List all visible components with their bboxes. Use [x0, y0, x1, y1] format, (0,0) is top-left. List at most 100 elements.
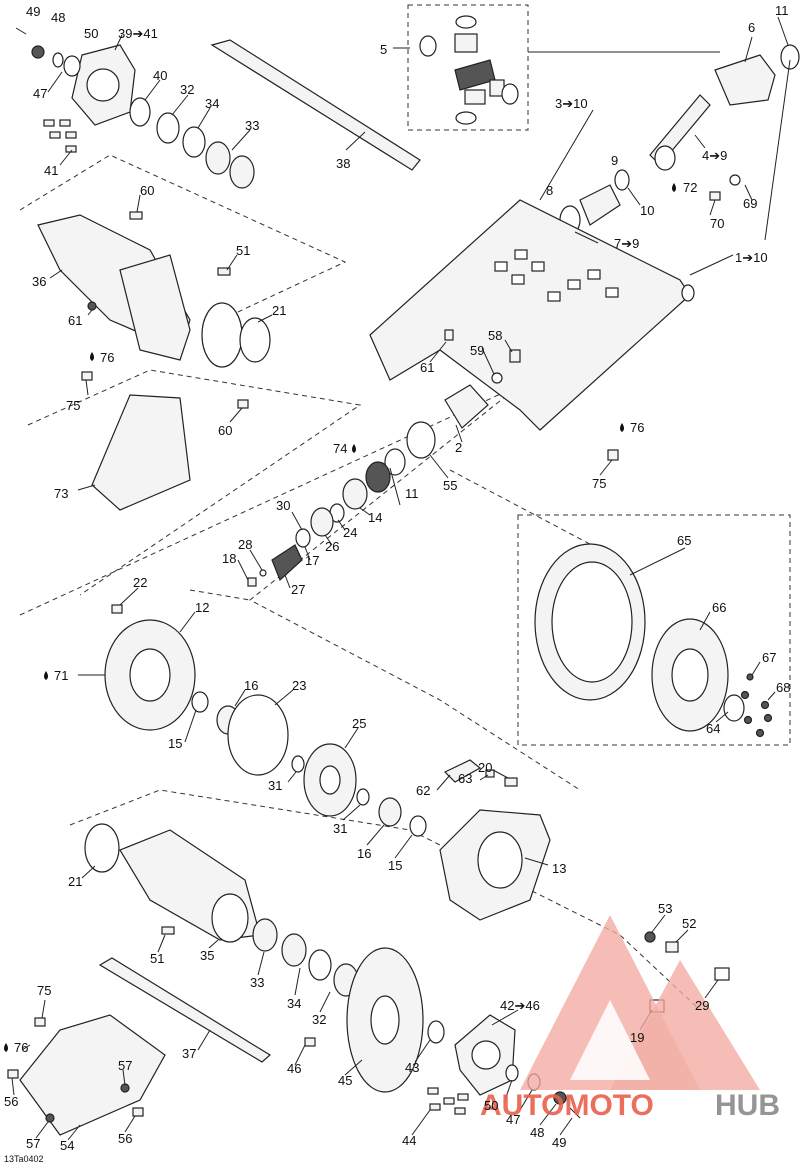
upper-ring-34 [182, 126, 206, 158]
oil-drop-icon [672, 183, 676, 192]
upper-o-ring [63, 55, 81, 77]
callout: 67 [762, 650, 776, 665]
center-cap-64 [723, 694, 745, 722]
bolt-51-top [217, 267, 231, 276]
differential-boundary [19, 384, 581, 791]
nut-18 [247, 577, 257, 587]
lower-studs-44 [427, 1087, 469, 1115]
callout: 16 [244, 678, 258, 693]
callout: 56 [118, 1131, 132, 1146]
callout: 19 [630, 1030, 644, 1045]
bearing-14 [342, 478, 368, 510]
callout: 28 [238, 537, 252, 552]
callout: 51 [236, 243, 250, 258]
callout-labels: 49 48 50 39➔41 47 40 32 34 33 41 38 60 5… [4, 3, 790, 1153]
bolt-56-left [7, 1069, 19, 1079]
callout: 57 [26, 1136, 40, 1151]
lower-hub-center [471, 1040, 501, 1070]
bolt-75-left [81, 371, 93, 381]
leader-lines [11, 16, 791, 1141]
callout: 60 [140, 183, 154, 198]
callout: 61 [68, 313, 82, 328]
callout: 46 [287, 1061, 301, 1076]
upper-studs [43, 119, 77, 153]
upper-washer [52, 52, 64, 68]
callout: 62 [416, 783, 430, 798]
ring-31-lower [356, 788, 370, 806]
upper-axle-shaft [210, 39, 421, 171]
bearing-16-lower [378, 797, 402, 827]
callout: 63 [458, 771, 472, 786]
ring-15-upper [191, 691, 209, 713]
u-joint-kit [419, 15, 519, 125]
callout: 9 [611, 153, 618, 168]
callout: 21 [272, 303, 286, 318]
callout: 14 [368, 510, 382, 525]
callout: 10 [640, 203, 654, 218]
clamp-10 [614, 169, 630, 191]
plug-63 [485, 769, 495, 778]
callout: 36 [32, 274, 46, 289]
callout: 76 [630, 420, 644, 435]
diff-housing-bore [129, 648, 171, 702]
upper-housing-boundary [27, 369, 362, 596]
nut-61-left [87, 301, 97, 311]
watermark-brand-right: HUB [715, 1089, 780, 1122]
washer-69 [729, 174, 741, 186]
callout: 29 [695, 998, 709, 1013]
seal-74 [365, 461, 391, 493]
brake-disc-center [370, 995, 400, 1045]
callout: 52 [682, 916, 696, 931]
callout: 75 [592, 476, 606, 491]
callout: 41 [44, 163, 58, 178]
callout: 30 [276, 498, 290, 513]
callout: 33 [250, 975, 264, 990]
callout: 31 [333, 821, 347, 836]
bolt-58 [509, 349, 521, 363]
wheel-nuts-68 [740, 690, 773, 738]
callout: 18 [222, 551, 236, 566]
callout: 48 [530, 1125, 544, 1140]
callout: 15 [388, 858, 402, 873]
tire-inner [551, 561, 633, 683]
upper-nut [31, 45, 45, 59]
callout: 34 [287, 996, 301, 1011]
bolt-60-top [129, 211, 143, 220]
callout: 74 [333, 441, 347, 456]
watermark-logo: AUTOMOTO HUB [480, 915, 780, 1122]
callout: 60 [218, 423, 232, 438]
lower-cotter-49 [569, 1107, 581, 1119]
ring-31-upper [291, 755, 305, 773]
oil-drop-icon [620, 423, 624, 432]
callout: 75 [66, 398, 80, 413]
wheel-assembly-box [517, 514, 791, 746]
upper-housing-flange [119, 254, 191, 361]
callout: 49 [552, 1135, 566, 1150]
callout: 1➔10 [735, 250, 768, 265]
lower-housing-bore [211, 893, 249, 943]
callout: 69 [743, 196, 757, 211]
bolt-70 [709, 191, 721, 201]
lower-o-ring-21 [84, 823, 120, 873]
callout: 71 [54, 668, 68, 683]
swing-arm-holes [494, 249, 619, 302]
washer-43 [427, 1020, 445, 1044]
callout: 27 [291, 582, 305, 597]
parts [7, 15, 800, 1136]
lower-ring-34 [308, 949, 332, 981]
callout: 37 [182, 1046, 196, 1061]
callout: 16 [357, 846, 371, 861]
callout: 59 [470, 343, 484, 358]
upper-seal-32 [156, 112, 180, 144]
oil-drop-icon [44, 671, 48, 680]
callout: 50 [484, 1098, 498, 1113]
callout: 43 [405, 1060, 419, 1075]
skid-plate-54 [19, 1014, 166, 1136]
yoke-cap-11 [780, 44, 800, 70]
oil-drop-icon [4, 1043, 8, 1052]
upper-bearing-33a [205, 141, 231, 175]
callout: 32 [180, 82, 194, 97]
callout: 33 [245, 118, 259, 133]
callout: 42➔46 [500, 998, 540, 1013]
upper-o-ring-21 [239, 317, 271, 363]
